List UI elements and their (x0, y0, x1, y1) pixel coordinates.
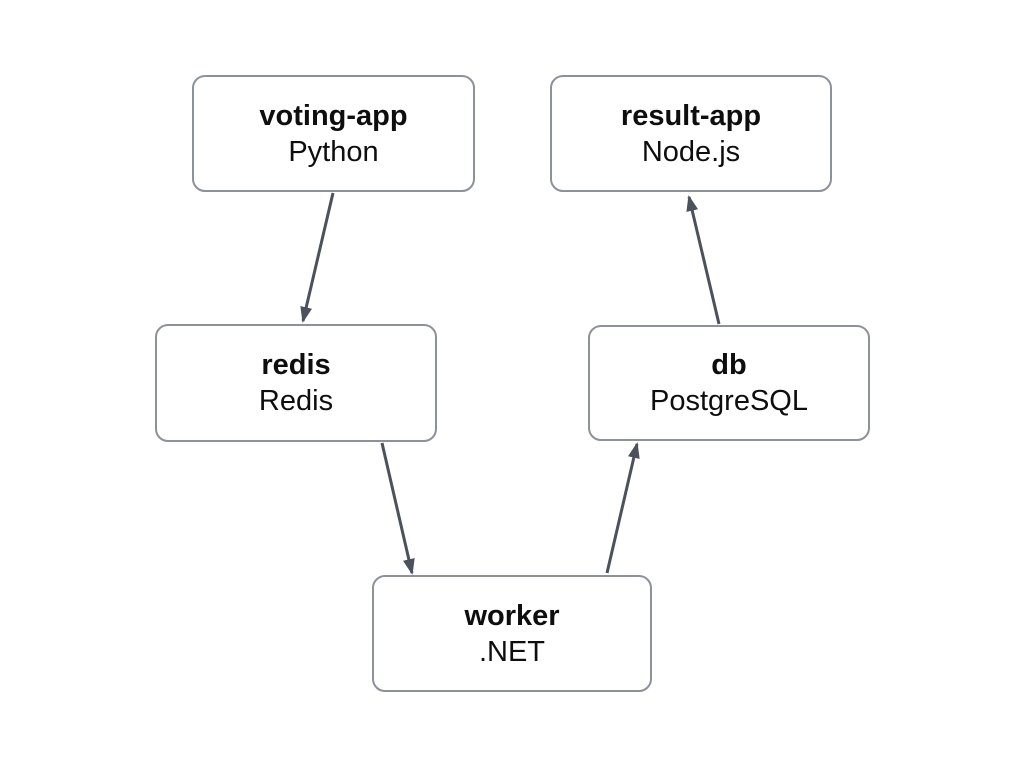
edge-worker-to-db (605, 442, 640, 574)
node-title: db (711, 349, 747, 381)
node-voting-app: voting-app Python (192, 75, 475, 192)
node-subtitle: Node.js (641, 135, 741, 168)
node-subtitle: Redis (258, 385, 334, 417)
node-redis: redis Redis (155, 324, 437, 442)
node-worker: worker .NET (372, 575, 652, 692)
node-title: redis (261, 349, 331, 381)
node-title: result-app (620, 99, 762, 132)
node-subtitle: Python (288, 135, 379, 168)
edge-redis-to-worker (380, 442, 415, 575)
node-subtitle: .NET (478, 635, 546, 668)
edge-db-to-result-app (686, 195, 721, 325)
node-subtitle: PostgreSQL (650, 385, 808, 417)
node-db: db PostgreSQL (588, 325, 870, 441)
node-title: worker (464, 599, 560, 632)
node-result-app: result-app Node.js (550, 75, 832, 192)
node-title: voting-app (259, 99, 408, 132)
edge-voting-app-to-redis (300, 192, 335, 323)
